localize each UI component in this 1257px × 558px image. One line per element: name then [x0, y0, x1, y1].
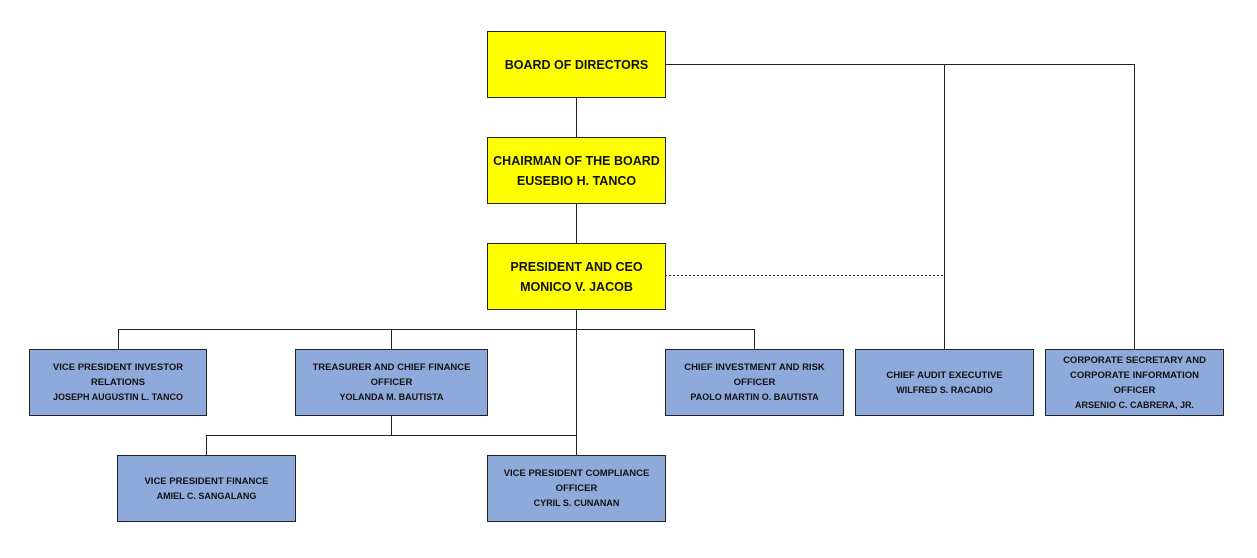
- board-title: BOARD OF DIRECTORS: [504, 57, 649, 72]
- vp-finance-name: AMIEL C. SANGALANG: [156, 490, 257, 501]
- corpsec-title-line2: CORPORATE INFORMATION OFFICER: [1070, 369, 1199, 396]
- corporate-secretary-box: CORPORATE SECRETARY AND CORPORATE INFORM…: [1045, 349, 1224, 416]
- chief-audit-executive-box: CHIEF AUDIT EXECUTIVE WILFRED S. RACADIO: [855, 349, 1034, 416]
- vp-investor-name: JOSEPH AUGUSTIN L. TANCO: [52, 392, 183, 402]
- vp-finance-box: VICE PRESIDENT FINANCE AMIEL C. SANGALAN…: [117, 455, 296, 522]
- chief-investment-officer-box: CHIEF INVESTMENT AND RISK OFFICER PAOLO …: [665, 349, 844, 416]
- vp-compliance-box: VICE PRESIDENT COMPLIANCE OFFICER CYRIL …: [487, 455, 666, 522]
- treasurer-title: TREASURER AND CHIEF FINANCE OFFICER: [312, 362, 471, 388]
- chairman-name: EUSEBIO H. TANCO: [516, 173, 637, 188]
- chairman-box: CHAIRMAN OF THE BOARD EUSEBIO H. TANCO: [487, 137, 666, 204]
- president-name: MONICO V. JACOB: [520, 279, 633, 294]
- cio-name: PAOLO MARTIN O. BAUTISTA: [690, 392, 819, 402]
- vp-finance-title: VICE PRESIDENT FINANCE: [144, 475, 269, 487]
- audit-title: CHIEF AUDIT EXECUTIVE: [886, 369, 1003, 381]
- audit-name: WILFRED S. RACADIO: [896, 384, 993, 395]
- vp-investor-relations-box: VICE PRESIDENT INVESTOR RELATIONS JOSEPH…: [29, 349, 207, 416]
- vp-compliance-name: CYRIL S. CUNANAN: [533, 498, 620, 508]
- treasurer-name: YOLANDA M. BAUTISTA: [339, 392, 444, 402]
- treasurer-box: TREASURER AND CHIEF FINANCE OFFICER YOLA…: [295, 349, 488, 416]
- president-title: PRESIDENT AND CEO: [510, 259, 643, 274]
- chairman-title: CHAIRMAN OF THE BOARD: [493, 153, 660, 168]
- board-of-directors-box: BOARD OF DIRECTORS: [487, 31, 666, 98]
- vp-compliance-title-line1: VICE PRESIDENT COMPLIANCE: [503, 468, 650, 479]
- corpsec-title-line1: CORPORATE SECRETARY AND: [1063, 354, 1206, 366]
- president-box: PRESIDENT AND CEO MONICO V. JACOB: [487, 243, 666, 310]
- cio-title: CHIEF INVESTMENT AND RISK OFFICER: [684, 362, 825, 388]
- vp-compliance-title-line2: OFFICER: [555, 483, 598, 494]
- vp-investor-title: VICE PRESIDENT INVESTOR RELATIONS: [52, 362, 184, 388]
- corpsec-name: ARSENIO C. CABRERA, JR.: [1074, 399, 1194, 410]
